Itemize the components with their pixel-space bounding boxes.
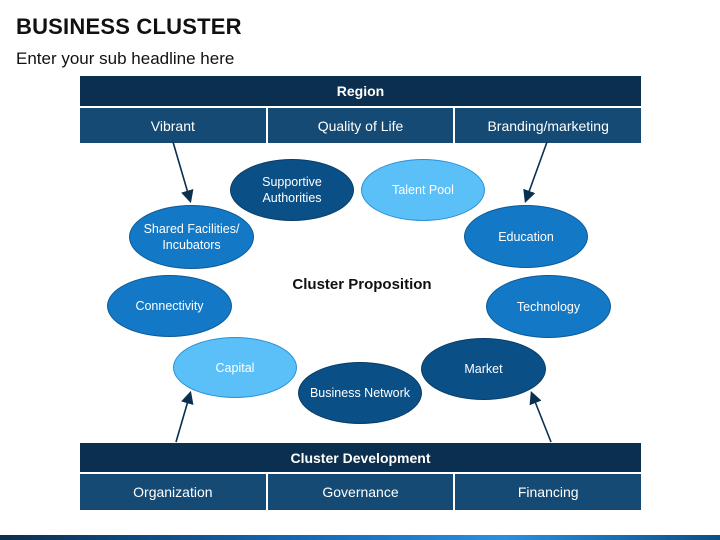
region-cells: Vibrant Quality of Life Branding/marketi…	[80, 108, 642, 143]
cluster-proposition-label: Cluster Proposition	[292, 276, 432, 293]
node-shared-facilities-incubators: Shared Facilities/ Incubators	[129, 205, 254, 269]
arrow-organization-to-capital	[175, 390, 194, 443]
arrow-financing-to-market	[529, 391, 552, 443]
cluster-development-cells: Organization Governance Financing	[80, 474, 642, 510]
cluster-development-heading: Cluster Development	[80, 443, 641, 472]
page-subtitle: Enter your sub headline here	[16, 49, 235, 68]
region-cell-branding-marketing: Branding/marketing	[455, 108, 642, 143]
arrow-branding-to-education	[523, 141, 548, 204]
footer-accent-bar	[0, 535, 720, 540]
region-cell-quality-of-life: Quality of Life	[267, 108, 454, 143]
node-education: Education	[464, 205, 588, 268]
cluster-development-band: Cluster Development Organization Governa…	[80, 443, 642, 510]
node-technology: Technology	[486, 275, 611, 338]
node-capital: Capital	[173, 337, 297, 398]
node-business-network: Business Network	[298, 362, 422, 424]
development-cell-organization: Organization	[80, 474, 266, 510]
node-talent-pool: Talent Pool	[361, 159, 485, 221]
region-cell-vibrant: Vibrant	[80, 108, 266, 143]
node-connectivity: Connectivity	[107, 275, 232, 337]
region-heading: Region	[80, 76, 641, 106]
development-cell-financing: Financing	[455, 474, 642, 510]
node-supportive-authorities: Supportive Authorities	[230, 159, 354, 221]
node-market: Market	[421, 338, 546, 400]
region-band: Region Vibrant Quality of Life Branding/…	[80, 76, 642, 143]
development-cell-governance: Governance	[267, 474, 454, 510]
arrow-vibrant-to-shared-facilities	[172, 141, 194, 204]
page-title: BUSINESS CLUSTER	[16, 14, 242, 39]
